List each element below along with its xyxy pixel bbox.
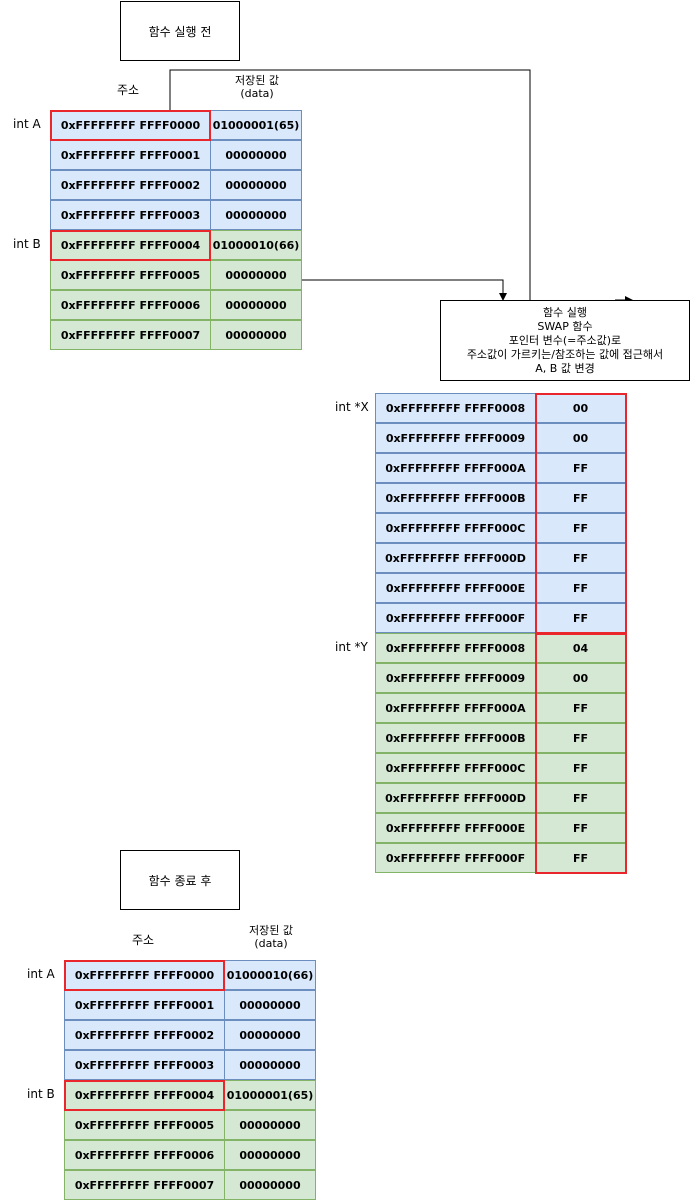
before-data-header-line2: (data) bbox=[240, 87, 274, 100]
swap-line-4: 주소값이 가르키는/참조하는 값에 접근해서 bbox=[466, 347, 664, 361]
value-cell: 01000010(66) bbox=[224, 960, 316, 990]
swap-line-3: 포인터 변수(=주소값)로 bbox=[508, 333, 622, 347]
after-title: 함수 종료 후 bbox=[148, 873, 212, 888]
address-cell: 0xFFFFFFFF FFFF0005 bbox=[64, 1110, 225, 1140]
before-data-header: 저장된 값 (data) bbox=[212, 74, 302, 100]
address-cell: 0xFFFFFFFF FFFF0005 bbox=[50, 260, 211, 290]
value-cell: 00000000 bbox=[210, 140, 302, 170]
value-cell: FF bbox=[535, 513, 626, 543]
swap-function-box: 함수 실행 SWAP 함수 포인터 변수(=주소값)로 주소값이 가르키는/참조… bbox=[440, 300, 690, 381]
before-label-int-b: int B bbox=[13, 237, 41, 251]
address-cell: 0xFFFFFFFF FFFF0002 bbox=[50, 170, 211, 200]
swap-line-5: A, B 값 변경 bbox=[535, 361, 595, 375]
after-address-header: 주소 bbox=[132, 933, 155, 947]
address-cell: 0xFFFFFFFF FFFF000B bbox=[375, 723, 536, 753]
value-cell: FF bbox=[535, 543, 626, 573]
address-cell: 0xFFFFFFFF FFFF0004 bbox=[50, 230, 211, 260]
swap-text: 함수 실행 SWAP 함수 포인터 변수(=주소값)로 주소값이 가르키는/참조… bbox=[467, 306, 663, 376]
address-cell: 0xFFFFFFFF FFFF000D bbox=[375, 543, 536, 573]
value-cell: 00000000 bbox=[224, 1050, 316, 1080]
address-cell: 0xFFFFFFFF FFFF000B bbox=[375, 483, 536, 513]
address-cell: 0xFFFFFFFF FFFF000C bbox=[375, 513, 536, 543]
address-cell: 0xFFFFFFFF FFFF0009 bbox=[375, 423, 536, 453]
value-cell: 04 bbox=[535, 633, 626, 663]
value-cell: 01000001(65) bbox=[224, 1080, 316, 1110]
pointer-label-x: int *X bbox=[335, 400, 369, 414]
value-cell: 01000010(66) bbox=[210, 230, 302, 260]
address-cell: 0xFFFFFFFF FFFF000D bbox=[375, 783, 536, 813]
arrow-a-to-swap bbox=[169, 69, 531, 300]
address-cell: 0xFFFFFFFF FFFF0003 bbox=[50, 200, 211, 230]
address-cell: 0xFFFFFFFF FFFF0006 bbox=[64, 1140, 225, 1170]
value-cell: 00000000 bbox=[224, 1020, 316, 1050]
value-cell: 00000000 bbox=[210, 260, 302, 290]
value-cell: FF bbox=[535, 723, 626, 753]
value-cell: 00000000 bbox=[210, 200, 302, 230]
address-cell: 0xFFFFFFFF FFFF000E bbox=[375, 813, 536, 843]
after-title-box: 함수 종료 후 bbox=[120, 850, 240, 910]
value-cell: 00000000 bbox=[210, 170, 302, 200]
value-cell: FF bbox=[535, 693, 626, 723]
value-cell: FF bbox=[535, 453, 626, 483]
address-cell: 0xFFFFFFFF FFFF0004 bbox=[64, 1080, 225, 1110]
value-cell: 00000000 bbox=[224, 1110, 316, 1140]
address-cell: 0xFFFFFFFF FFFF0000 bbox=[64, 960, 225, 990]
address-cell: 0xFFFFFFFF FFFF000F bbox=[375, 603, 536, 633]
address-cell: 0xFFFFFFFF FFFF0007 bbox=[50, 320, 211, 350]
after-label-int-a: int A bbox=[27, 967, 55, 981]
after-data-header-line2: (data) bbox=[254, 937, 288, 950]
after-data-header-line1: 저장된 값 bbox=[249, 924, 293, 937]
address-cell: 0xFFFFFFFF FFFF0001 bbox=[64, 990, 225, 1020]
address-cell: 0xFFFFFFFF FFFF000A bbox=[375, 453, 536, 483]
value-cell: FF bbox=[535, 573, 626, 603]
after-label-int-b: int B bbox=[27, 1087, 55, 1101]
address-cell: 0xFFFFFFFF FFFF000F bbox=[375, 843, 536, 873]
value-cell: FF bbox=[535, 783, 626, 813]
value-cell: 00 bbox=[535, 663, 626, 693]
value-cell: FF bbox=[535, 483, 626, 513]
value-cell: 00000000 bbox=[224, 990, 316, 1020]
address-cell: 0xFFFFFFFF FFFF0008 bbox=[375, 633, 536, 663]
value-cell: 00 bbox=[535, 423, 626, 453]
value-cell: 00 bbox=[535, 393, 626, 423]
address-cell: 0xFFFFFFFF FFFF0008 bbox=[375, 393, 536, 423]
address-cell: 0xFFFFFFFF FFFF0001 bbox=[50, 140, 211, 170]
value-cell: FF bbox=[535, 843, 626, 873]
address-cell: 0xFFFFFFFF FFFF0002 bbox=[64, 1020, 225, 1050]
address-cell: 0xFFFFFFFF FFFF000A bbox=[375, 693, 536, 723]
address-cell: 0xFFFFFFFF FFFF000C bbox=[375, 753, 536, 783]
swap-line-2: SWAP 함수 bbox=[537, 319, 593, 333]
value-cell: 00000000 bbox=[210, 320, 302, 350]
address-cell: 0xFFFFFFFF FFFF0006 bbox=[50, 290, 211, 320]
before-label-int-a: int A bbox=[13, 117, 41, 131]
before-data-header-line1: 저장된 값 bbox=[235, 74, 279, 87]
address-cell: 0xFFFFFFFF FFFF0007 bbox=[64, 1170, 225, 1200]
value-cell: FF bbox=[535, 603, 626, 633]
value-cell: 01000001(65) bbox=[210, 110, 302, 140]
address-cell: 0xFFFFFFFF FFFF000E bbox=[375, 573, 536, 603]
before-title-box: 함수 실행 전 bbox=[120, 1, 240, 61]
before-address-header: 주소 bbox=[117, 83, 140, 97]
value-cell: FF bbox=[535, 753, 626, 783]
pointer-label-y: int *Y bbox=[335, 640, 368, 654]
value-cell: 00000000 bbox=[224, 1170, 316, 1200]
address-cell: 0xFFFFFFFF FFFF0009 bbox=[375, 663, 536, 693]
before-title: 함수 실행 전 bbox=[148, 24, 212, 39]
value-cell: 00000000 bbox=[224, 1140, 316, 1170]
value-cell: FF bbox=[535, 813, 626, 843]
address-cell: 0xFFFFFFFF FFFF0003 bbox=[64, 1050, 225, 1080]
address-cell: 0xFFFFFFFF FFFF0000 bbox=[50, 110, 211, 140]
swap-line-1: 함수 실행 bbox=[543, 305, 587, 319]
after-data-header: 저장된 값 (data) bbox=[226, 924, 316, 950]
value-cell: 00000000 bbox=[210, 290, 302, 320]
